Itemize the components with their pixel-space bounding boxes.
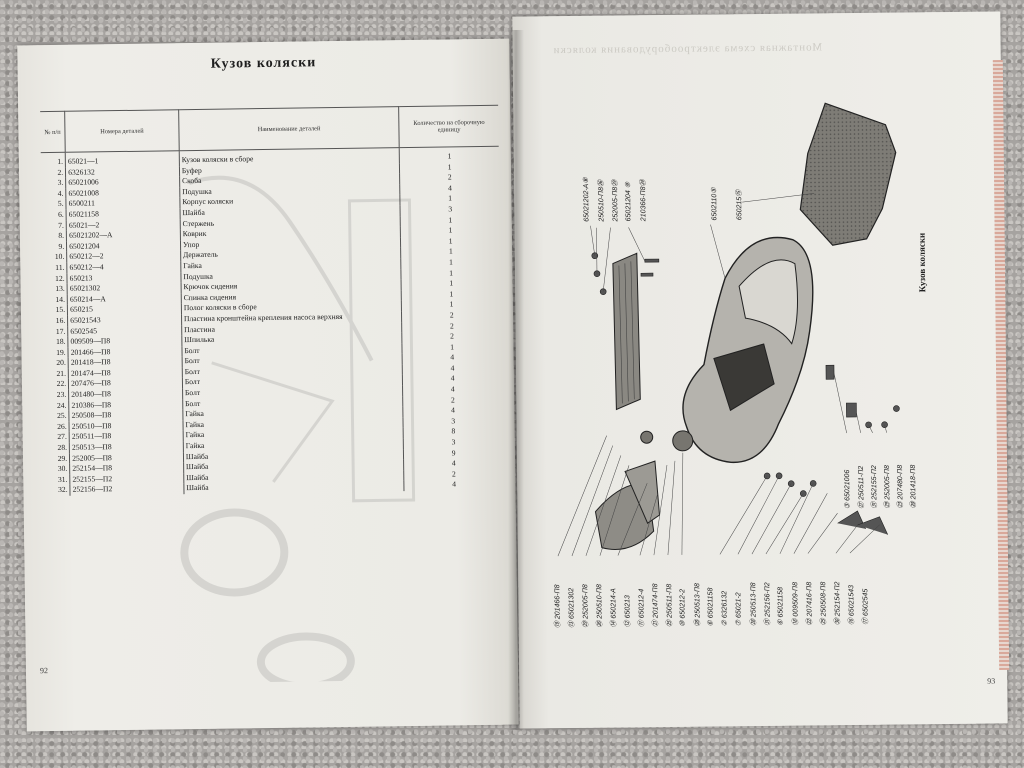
row-number: 26.: [44, 421, 70, 433]
row-number: 21.: [43, 368, 69, 380]
diagram-label: ⑳ 201418-П8: [910, 464, 918, 509]
diagram-label: ⑪ 650212-4: [638, 588, 646, 628]
diagram-label: 210366-П8㉔: [639, 179, 648, 222]
diagram-label: ㉙ 252005-П8: [884, 465, 892, 509]
row-number: 6.: [41, 209, 67, 221]
diagram-label: ㉖ 250510-П8: [596, 584, 604, 628]
row-quantity: 1: [447, 151, 452, 161]
bleed-through-illustration: [180, 175, 416, 684]
table-header-row: № п/п Номера деталей Наименование детале…: [40, 105, 499, 153]
diagram-label: ⑩ 650212-2: [679, 588, 687, 627]
row-number: 13.: [42, 283, 68, 295]
page-title: Кузов коляски: [210, 55, 317, 72]
row-number: 32.: [45, 485, 71, 497]
diagram-label: ㉕ 250511-П8: [666, 583, 674, 627]
diagram-label: ㉒ 207416-П8: [806, 581, 814, 626]
header-part-number: Номера деталей: [64, 109, 180, 153]
row-number: 28.: [44, 442, 70, 454]
diagram-label: 650215⑮: [736, 189, 744, 221]
row-number: 4.: [41, 188, 67, 200]
diagram-label: ⑰ 6502545: [862, 588, 870, 625]
diagram-label: ㉚ 252154-П2: [834, 581, 842, 626]
row-number: 19.: [43, 347, 69, 359]
book-spine: [508, 30, 524, 730]
row-number: 15.: [42, 305, 68, 317]
page-number-right: 93: [987, 676, 996, 686]
diagram-label: ㉛ 252155-П2: [871, 465, 879, 509]
left-page: Кузов коляски № п/п Номера деталей Наиме…: [17, 38, 519, 732]
row-number: 30.: [45, 463, 70, 475]
header-num: № п/п: [40, 111, 66, 153]
row-number: 29.: [44, 453, 70, 465]
diagram-label: ㉛ 252156-П2: [764, 582, 772, 626]
bumper-part: [672, 430, 694, 452]
diagram-label: ③ 65021006: [844, 469, 852, 510]
diagram-label: 6502110⑤: [711, 187, 719, 221]
diagram-label: ㉕ 250508-П8: [820, 581, 828, 626]
diagram-label: ⑲ 201466-П8: [554, 584, 562, 629]
diagram-label: ⑭ 650214-А: [610, 588, 618, 628]
row-number: 25.: [44, 411, 70, 422]
row-number: 2.: [40, 167, 66, 179]
row-number: 27.: [44, 432, 70, 444]
row-number: 9.: [41, 241, 67, 253]
row-number: 7.: [41, 220, 67, 232]
diagram-label: 250510-П8㉖: [598, 179, 606, 222]
side-title: Кузов коляски: [916, 232, 928, 293]
row-part-number: 252156—П2: [70, 483, 184, 496]
row-number: 12.: [42, 273, 68, 285]
diagram-label: ㉓ 207480-П8: [897, 464, 905, 509]
row-number: 3.: [41, 177, 66, 189]
row-number: 5.: [41, 199, 67, 211]
row-number: 22.: [43, 379, 69, 391]
diagram-label: ⑫ 650213: [624, 595, 632, 628]
diagram-label: ⑥ 65021158: [777, 586, 785, 626]
diagram-label: ㉙ 252005-П8: [582, 584, 590, 628]
row-number: 18.: [43, 336, 69, 348]
diagram-label: 65021204 ⑨: [625, 181, 633, 222]
diagram-label: ② 6326132: [721, 590, 729, 627]
diagram-label: ⑦ 65021-2: [735, 592, 743, 627]
row-number: 17.: [43, 326, 68, 338]
exploded-view-diagram: [557, 102, 900, 557]
row-number: 11.: [42, 262, 68, 274]
parts-table: № п/п Номера деталей Наименование детале…: [40, 105, 504, 497]
row-number: 16.: [43, 315, 68, 327]
diagram-label: ㉑ 201474-П8: [652, 583, 660, 628]
header-name: Наименование деталей: [178, 106, 400, 151]
diagram-label: ㉗ 250511-П2: [858, 465, 866, 509]
header-qty: Количество на сборочную единицу: [398, 105, 499, 148]
diagram-label: ㉘ 250513-П8: [694, 583, 702, 627]
row-part-number: 65021—1: [65, 150, 180, 168]
row-number: 31.: [45, 474, 71, 486]
diagram-label: ⑬ 65021302: [568, 587, 576, 629]
row-number: 1.: [40, 152, 66, 168]
diagram-label: ⑱ 009509-П8: [792, 581, 800, 626]
row-number: 8.: [41, 230, 67, 242]
row-number: 23.: [44, 389, 69, 401]
row-number: 14.: [42, 294, 68, 306]
diagram-label: ⑯ 65021543: [848, 584, 856, 626]
diagram-label: 252005-П8㉙: [612, 179, 620, 222]
diagram-label: 65021202-А⑧: [582, 177, 591, 222]
row-number: 10.: [42, 252, 67, 264]
row-number: 20.: [43, 358, 69, 370]
row-number: 24.: [44, 400, 70, 412]
diagram-label: ⑥ 65021158: [707, 587, 715, 627]
page-number-left: 92: [39, 666, 49, 676]
right-page: Монтажная схема электрооборудования коля…: [512, 11, 1008, 729]
diagram-label: ㉘ 250513-П8: [750, 582, 758, 627]
row-quantity: 4: [452, 479, 457, 489]
